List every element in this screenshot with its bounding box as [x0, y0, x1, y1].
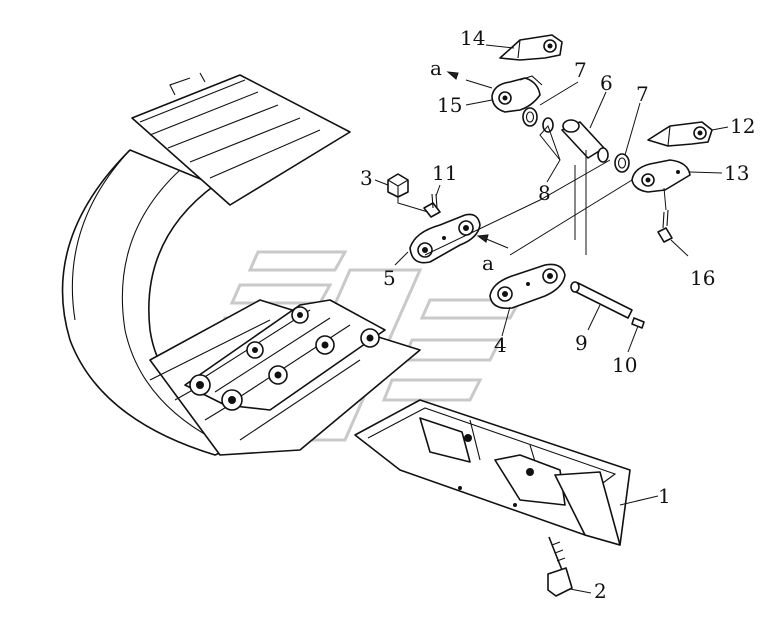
seal-part-7-right — [614, 153, 630, 173]
callout-1: 1 — [658, 484, 671, 508]
master-pin-part-9 — [570, 281, 633, 319]
callout-8: 8 — [538, 181, 551, 205]
link-part-4 — [489, 263, 566, 310]
callout-13: 13 — [724, 161, 749, 185]
cover-part-15 — [491, 75, 543, 113]
callout-a-top: a — [430, 56, 442, 80]
cover-part-13 — [631, 159, 691, 193]
callout-2: 2 — [594, 579, 607, 603]
seal-part-7-left — [522, 107, 538, 127]
callout-labels: 1 2 3 4 5 6 7 7 8 9 10 11 12 13 14 15 16… — [360, 26, 755, 603]
bolt-part-11 — [423, 193, 441, 218]
callout-10: 10 — [612, 353, 637, 377]
bolt-part-16 — [657, 209, 673, 243]
leader-lines — [374, 44, 729, 594]
callout-11: 11 — [432, 161, 457, 185]
cover-part-14 — [499, 34, 563, 61]
callout-3: 3 — [360, 166, 373, 190]
callout-7-right: 7 — [636, 82, 649, 106]
callout-9: 9 — [575, 331, 588, 355]
callout-a-middle: a — [482, 251, 494, 275]
nut-part-3 — [387, 173, 409, 198]
callout-14: 14 — [460, 26, 485, 50]
shoe-bolt-part-2 — [547, 536, 573, 597]
callout-12: 12 — [730, 114, 755, 138]
bushing-part-6 — [561, 119, 605, 159]
callout-7-left: 7 — [574, 58, 587, 82]
track-shoe-assembly — [61, 72, 421, 456]
shoe-plate-part-1 — [354, 399, 631, 546]
callout-16: 16 — [690, 266, 715, 290]
callout-4: 4 — [494, 333, 507, 357]
cover-part-12 — [647, 121, 713, 147]
callout-5: 5 — [383, 266, 396, 290]
link-part-5 — [409, 213, 481, 264]
callout-6: 6 — [600, 71, 613, 95]
stopper-part-10 — [631, 317, 645, 329]
callout-15: 15 — [437, 93, 462, 117]
